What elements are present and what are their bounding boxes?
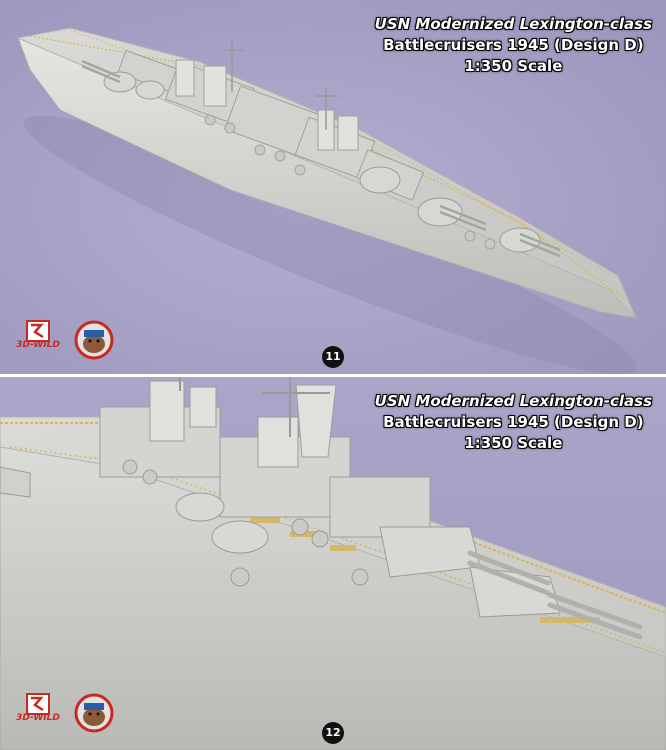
page-number-badge: 11 [322,346,344,368]
render-panel-12: USN Modernized Lexington-class Battlecru… [0,377,666,750]
logo-text: 3D-WILD [16,340,60,350]
caption-line-1: USN Modernized Lexington-class [374,392,652,410]
mascot-emblem-icon [74,693,114,733]
title-caption: USN Modernized Lexington-class Battlecru… [375,14,652,77]
caption-line-2: Battlecruisers 1945 (Design D) [383,413,644,431]
ship-render-overview [0,0,666,374]
caption-line-3: 1:350 Scale [464,57,563,75]
panel-divider [0,374,666,377]
render-panel-11: USN Modernized Lexington-class Battlecru… [0,0,666,374]
mascot-emblem-icon [74,320,114,360]
caption-line-1: USN Modernized Lexington-class [374,15,652,33]
logo-text: 3D-WILD [16,713,60,723]
caption-line-2: Battlecruisers 1945 (Design D) [383,36,644,54]
3d-wild-logo-icon [26,693,50,715]
title-caption: USN Modernized Lexington-class Battlecru… [375,391,652,454]
caption-line-3: 1:350 Scale [464,434,563,452]
ship-render-closeup [0,377,666,750]
3d-wild-logo-icon [26,320,50,342]
page-number-badge: 12 [322,722,344,744]
